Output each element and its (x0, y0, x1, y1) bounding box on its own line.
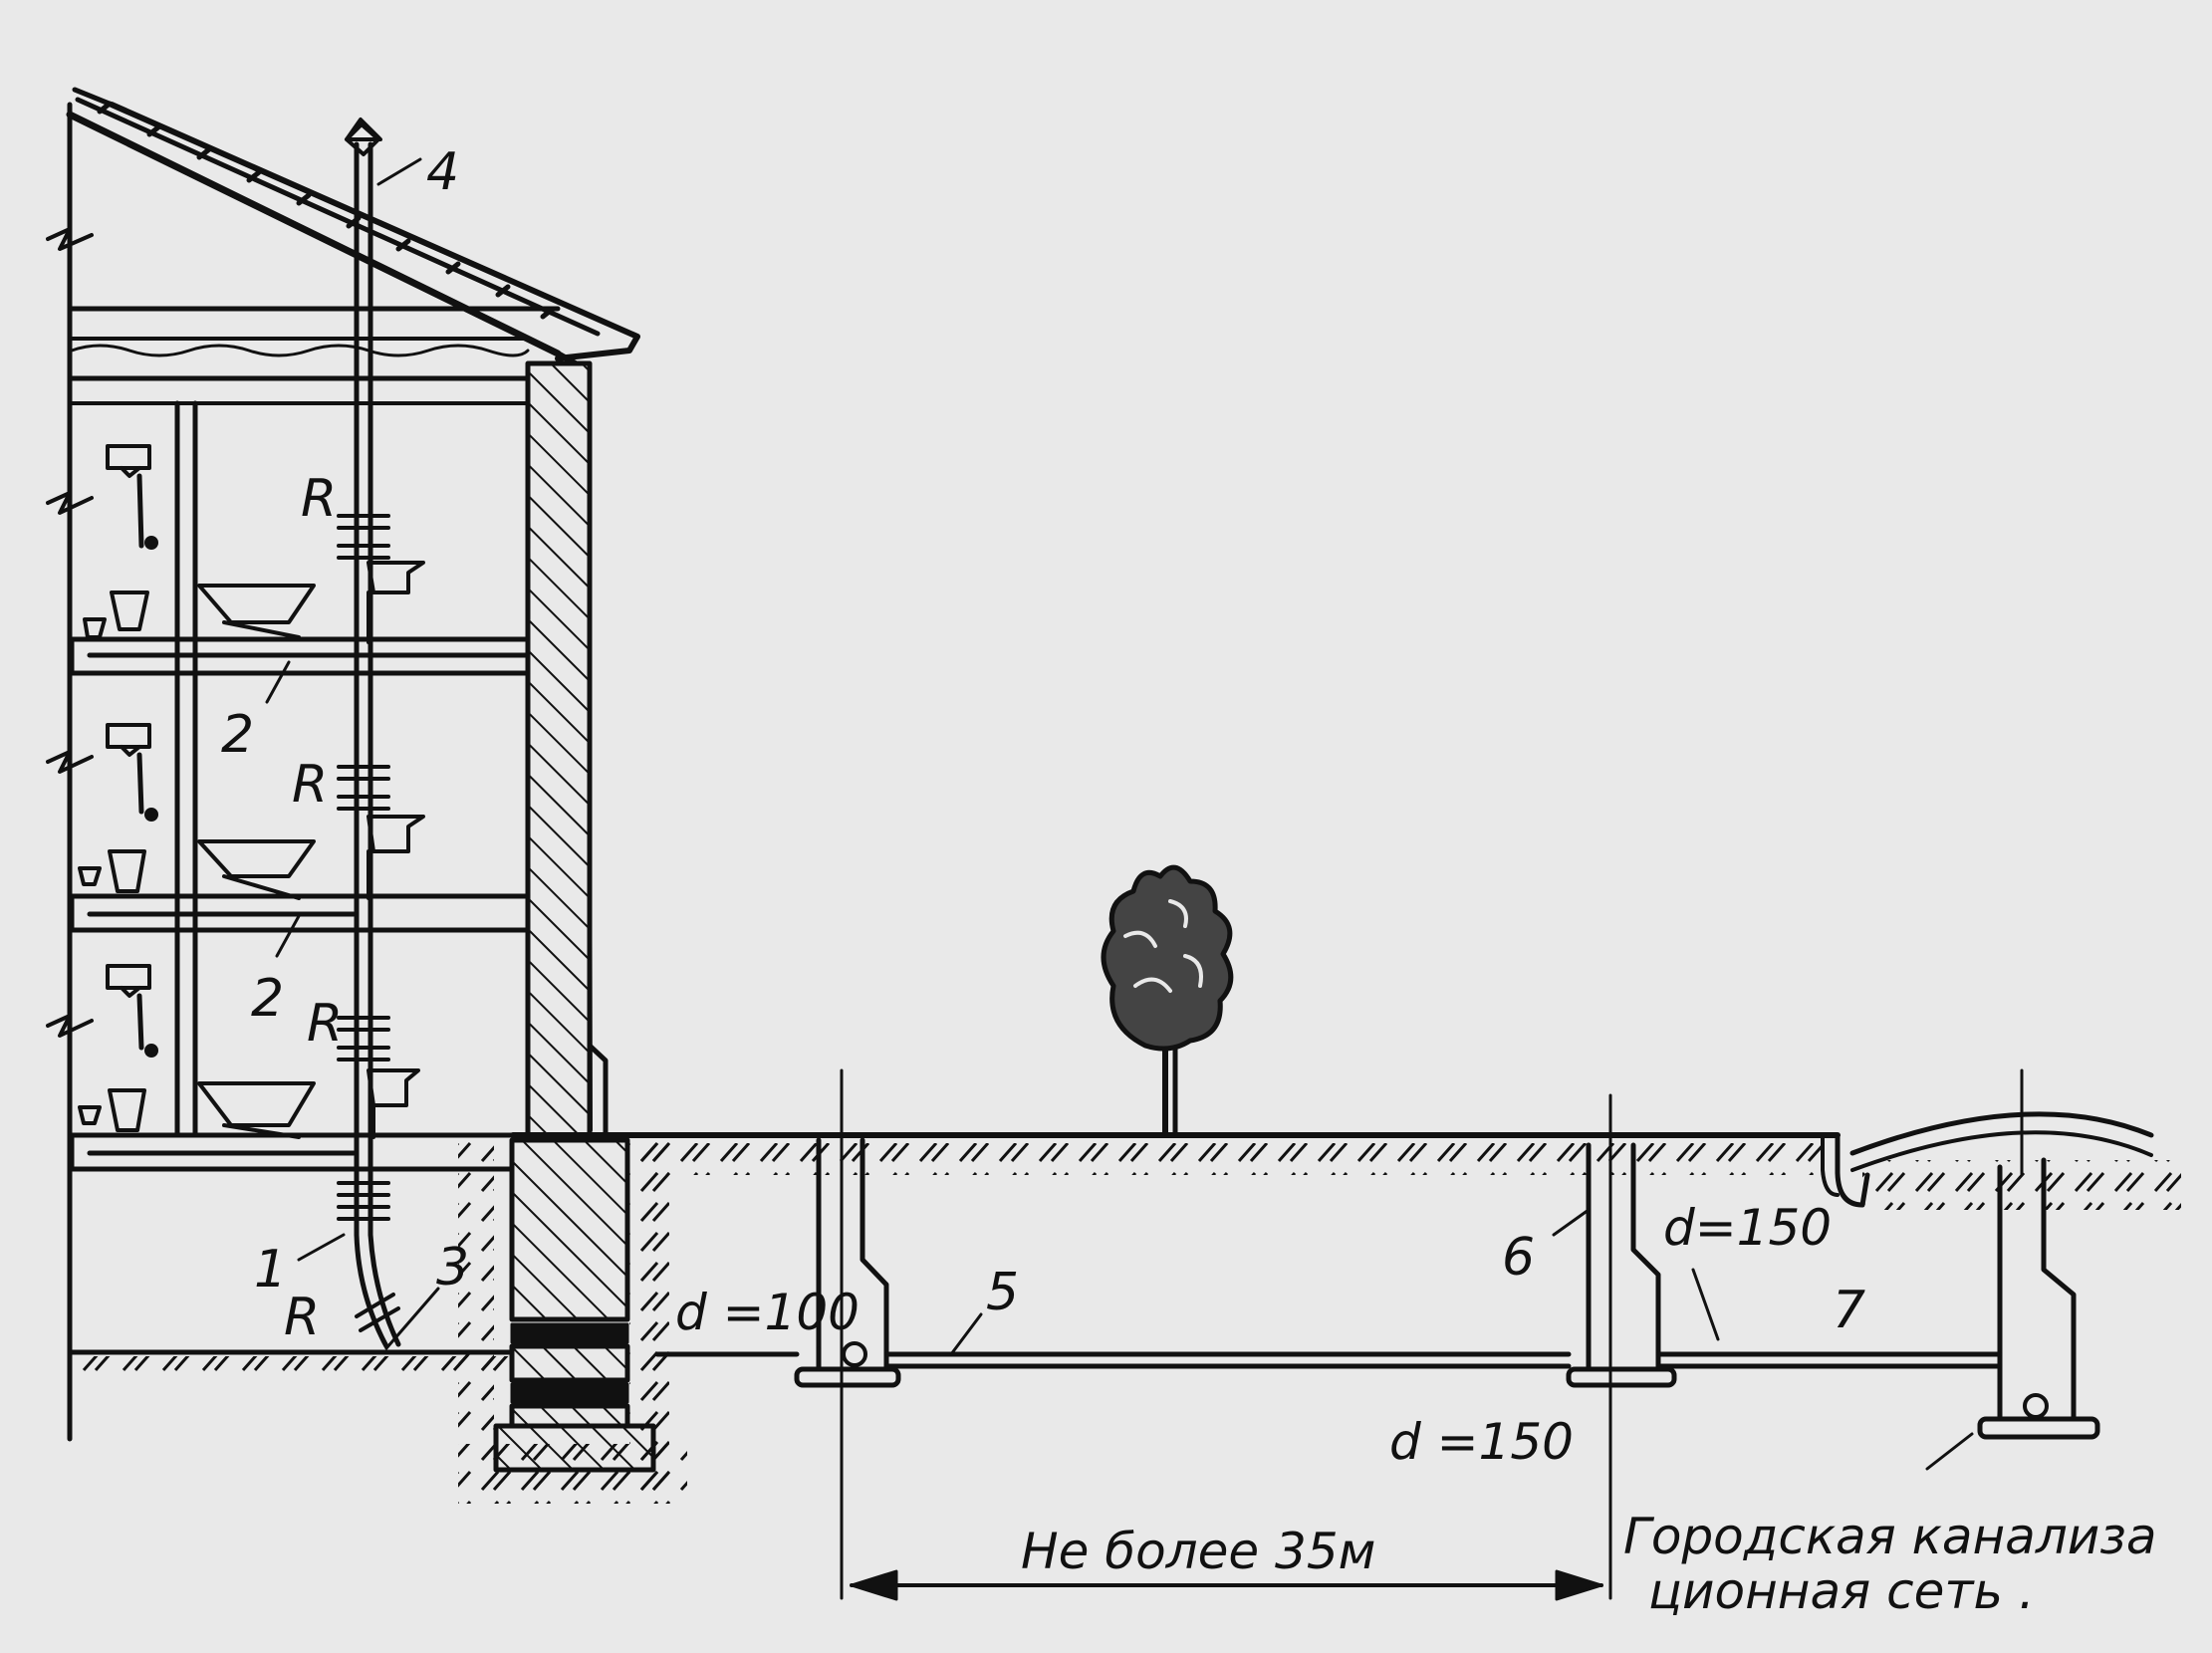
dim-max-distance: Не более 35м (1021, 1523, 1375, 1580)
label-2-middle: 2 (251, 969, 284, 1029)
dim-d100: d =100 (675, 1284, 860, 1341)
label-r-3: R (307, 994, 343, 1054)
label-r-1: R (301, 469, 337, 529)
label-1: 1 (254, 1240, 287, 1299)
city-well (1925, 1157, 2100, 1471)
distance-dimension (850, 1569, 1603, 1601)
dim-d150-yard: d =150 (1389, 1413, 1574, 1471)
tree (1101, 864, 1234, 1136)
label-5: 5 (986, 1263, 1019, 1322)
label-r-2: R (292, 755, 328, 815)
label-2-upper: 2 (221, 705, 254, 765)
label-7: 7 (1833, 1281, 1865, 1340)
caption-line-2: ционная сеть . (1648, 1562, 2035, 1620)
floor-slab-2 (69, 893, 531, 933)
label-4: 4 (426, 142, 459, 202)
labels: 4 R 2 R 2 R 1 3 R 5 6 7 d =100 d=150 d =… (221, 142, 2157, 1620)
street-surface (1849, 1111, 2154, 1156)
label-3: 3 (436, 1238, 469, 1298)
dim-d150-city: d=150 (1663, 1199, 1832, 1257)
label-6: 6 (1502, 1228, 1535, 1288)
label-r-4: R (284, 1288, 320, 1347)
inspection-well-a (794, 1137, 901, 1388)
building (46, 87, 640, 1442)
riser-stack (337, 118, 401, 1349)
caption-line-1: Городская канализа (1623, 1508, 2157, 1565)
inspection-well-b (1566, 1142, 1677, 1388)
fixtures-floor-1 (78, 964, 420, 1139)
foundation (458, 1137, 687, 1504)
